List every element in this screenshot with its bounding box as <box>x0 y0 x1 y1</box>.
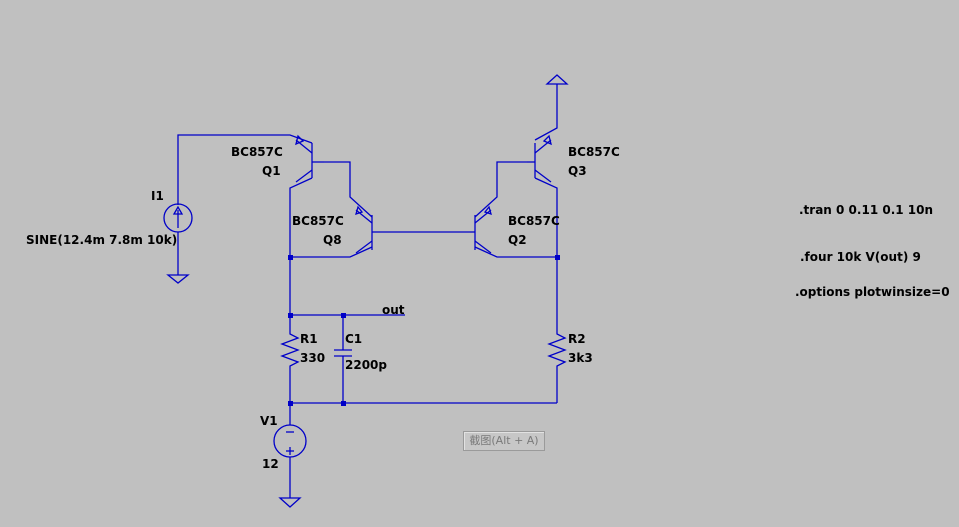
i1-ref-label: I1 <box>151 189 164 203</box>
screenshot-tooltip: 截图(Alt + A) <box>463 431 545 451</box>
q8-model-label: BC857C <box>292 214 344 228</box>
wire-q1-collector <box>289 177 313 315</box>
i1-value-label: SINE(12.4m 7.8m 10k) <box>26 233 177 247</box>
q1-model-label: BC857C <box>231 145 283 159</box>
junction-out-left <box>288 313 293 318</box>
resistor-r1[interactable] <box>280 330 300 370</box>
net-label-out: out <box>382 303 405 317</box>
voltage-source-v1[interactable] <box>273 424 307 458</box>
supply-symbol-top <box>545 74 569 85</box>
q3-model-label: BC857C <box>568 145 620 159</box>
junction-bottom-left <box>288 401 293 406</box>
directive-four[interactable]: .four 10k V(out) 9 <box>800 250 921 264</box>
transistor-q8[interactable] <box>355 205 380 254</box>
r1-value-label: 330 <box>300 351 325 365</box>
ground-symbol-v1 <box>278 497 302 508</box>
transistor-q3[interactable] <box>527 134 552 183</box>
wire-q3-base-q2-emitter <box>474 161 527 218</box>
v1-ref-label: V1 <box>260 414 278 428</box>
transistor-q1[interactable] <box>295 134 324 183</box>
v1-value-label: 12 <box>262 457 279 471</box>
r1-ref-label: R1 <box>300 332 318 346</box>
transistor-q2[interactable] <box>470 205 492 254</box>
q2-model-label: BC857C <box>508 214 560 228</box>
q8-ref-label: Q8 <box>323 233 342 247</box>
wire-q3-collector <box>534 177 558 330</box>
wire-q3-emitter-supply <box>534 84 558 141</box>
resistor-r2[interactable] <box>547 330 567 370</box>
junction-bottom-c1 <box>341 401 346 406</box>
wire-q2-collector <box>474 246 557 258</box>
capacitor-c1[interactable] <box>334 349 352 357</box>
junctions <box>288 255 560 406</box>
junction-c1-top <box>341 313 346 318</box>
wire-q8-collector <box>290 246 373 258</box>
c1-ref-label: C1 <box>345 332 362 346</box>
junction-q8-collector <box>288 255 293 260</box>
c1-value-label: 2200p <box>345 358 387 372</box>
junction-r2-top <box>555 255 560 260</box>
current-source-i1[interactable] <box>163 203 193 233</box>
q1-ref-label: Q1 <box>262 164 281 178</box>
ground-symbol-i1 <box>166 274 190 284</box>
wire-q1-base-q8-emitter <box>324 161 373 218</box>
q2-ref-label: Q2 <box>508 233 527 247</box>
directive-tran[interactable]: .tran 0 0.11 0.1 10n <box>799 203 933 217</box>
r2-value-label: 3k3 <box>568 351 593 365</box>
directive-options[interactable]: .options plotwinsize=0 <box>795 285 950 299</box>
r2-ref-label: R2 <box>568 332 586 346</box>
q3-ref-label: Q3 <box>568 164 587 178</box>
